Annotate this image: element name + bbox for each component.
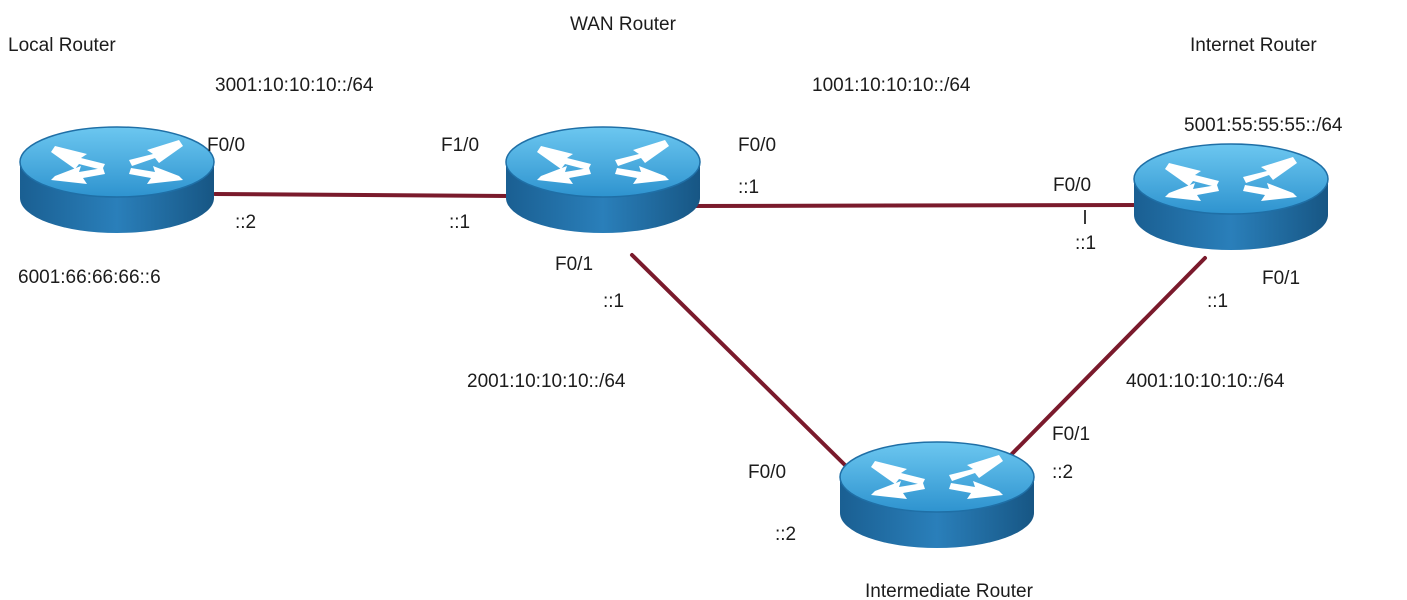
- iface-intermediate-f01: F0/1: [1052, 424, 1090, 445]
- link-wan-internet: [684, 203, 1147, 208]
- addr-internet-f01: ::1: [1207, 291, 1228, 312]
- link-wan-intermediate: [630, 253, 852, 472]
- addr-wan-f01: ::1: [603, 291, 624, 312]
- loopback-internet: 5001:55:55:55::/64: [1184, 115, 1343, 136]
- router-icon: [19, 126, 215, 234]
- link-internet-intermediate: [1000, 256, 1207, 466]
- router-name-wan: WAN Router: [570, 14, 677, 35]
- router-icon: [505, 126, 701, 234]
- addr-intermediate-f01: ::2: [1052, 462, 1073, 483]
- addr-intermediate-f00: ::2: [775, 524, 796, 545]
- iface-wan-f10: F1/0: [441, 135, 479, 156]
- router-icon: [1133, 143, 1329, 251]
- router-name-intermediate: Intermediate Router: [865, 581, 1034, 600]
- iface-local-f00: F0/0: [207, 135, 245, 156]
- router-name-local: Local Router: [8, 35, 116, 56]
- subnet-label: 1001:10:10:10::/64: [812, 75, 971, 96]
- iface-wan-f00: F0/0: [738, 135, 776, 156]
- link-local-wan: [213, 192, 520, 198]
- iface-internet-f01: F0/1: [1262, 268, 1300, 289]
- subnet-label: 2001:10:10:10::/64: [467, 371, 626, 392]
- iface-wan-f01: F0/1: [555, 254, 593, 275]
- iface-intermediate-f00: F0/0: [748, 462, 786, 483]
- iface-internet-f00: F0/0: [1053, 175, 1091, 196]
- addr-wan-f00: ::1: [738, 177, 759, 198]
- addr-wan-f10: ::1: [449, 212, 470, 233]
- loopback-local: 6001:66:66:66::6: [18, 267, 161, 288]
- addr-local-f00: ::2: [235, 212, 256, 233]
- router-icon: [839, 441, 1035, 549]
- subnet-label: 3001:10:10:10::/64: [215, 75, 374, 96]
- addr-internet-f00: ::1: [1075, 233, 1096, 254]
- subnet-label: 4001:10:10:10::/64: [1126, 371, 1285, 392]
- router-name-internet: Internet Router: [1190, 35, 1317, 56]
